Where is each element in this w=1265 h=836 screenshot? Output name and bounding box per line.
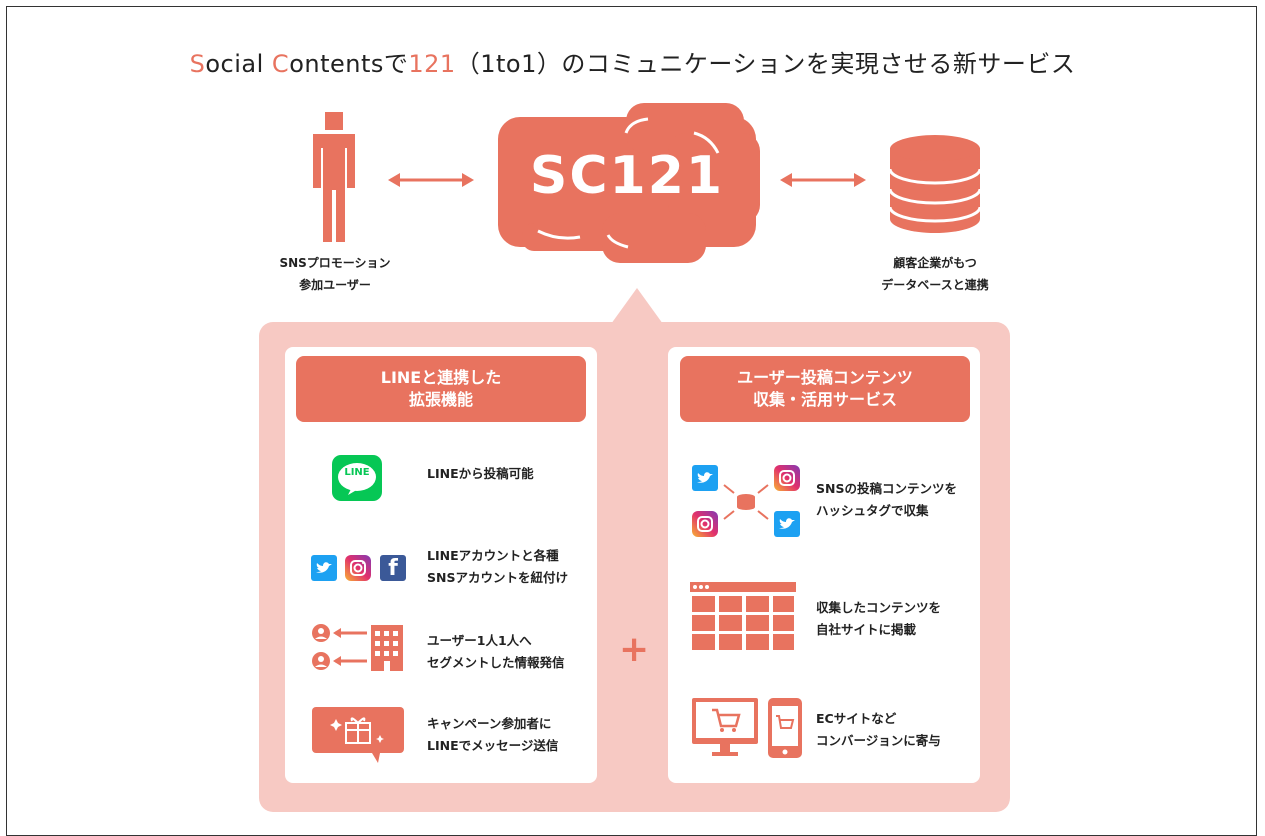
right-node-label: 顧客企業がもつデータベースと連携 bbox=[881, 256, 989, 292]
users-building-icon bbox=[312, 624, 403, 671]
line-app-icon bbox=[332, 455, 382, 501]
database-icon bbox=[888, 135, 982, 233]
left-item-1-text: LINEから投稿可能 bbox=[427, 466, 534, 481]
website-grid-icon bbox=[690, 582, 796, 654]
right-item-1-text: SNSの投稿コンテンツをハッシュタグで収集 bbox=[816, 481, 957, 518]
logo-text: SC121 bbox=[529, 146, 725, 206]
plus-sign: + bbox=[619, 629, 650, 670]
ec-devices-icon bbox=[692, 698, 802, 758]
line-feature-heading: LINEと連携した拡張機能 bbox=[296, 356, 586, 422]
line-logo-text: LINE bbox=[344, 467, 370, 478]
gift-message-icon bbox=[312, 707, 404, 763]
facebook-icon bbox=[380, 555, 406, 581]
page-title: Social Contentsで121（1to1）のコミュニケーションを実現させ… bbox=[189, 50, 1076, 78]
instagram-icon bbox=[345, 555, 371, 581]
left-double-arrow-icon bbox=[388, 173, 474, 187]
left-node-label: SNSプロモーション参加ユーザー bbox=[279, 256, 391, 292]
facebook-letter: f bbox=[388, 556, 398, 581]
sc121-logo bbox=[498, 103, 760, 263]
right-item-3-text: ECサイトなどコンバージョンに寄与 bbox=[816, 711, 941, 748]
ugc-service-heading: ユーザー投稿コンテンツ収集・活用サービス bbox=[680, 356, 970, 422]
user-figure-icon bbox=[313, 112, 355, 242]
right-item-2-text: 収集したコンテンツを自社サイトに掲載 bbox=[816, 600, 942, 637]
twitter-icon bbox=[311, 555, 337, 581]
right-double-arrow-icon bbox=[780, 173, 866, 187]
hashtag-collect-icon bbox=[692, 465, 800, 537]
left-item-3-text: ユーザー1人1人へセグメントした情報発信 bbox=[427, 633, 565, 670]
panel-pointer bbox=[611, 288, 663, 324]
